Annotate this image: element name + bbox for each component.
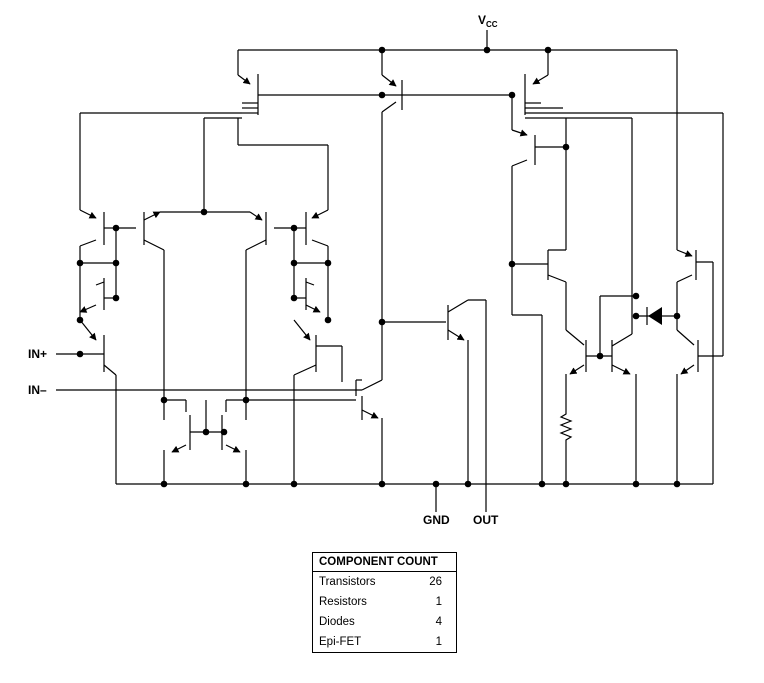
out-label: OUT bbox=[473, 513, 499, 527]
resistor-symbol bbox=[559, 410, 573, 484]
gain-stage bbox=[342, 322, 383, 484]
row-count: 26 bbox=[429, 576, 442, 588]
vcc-label: VCC bbox=[478, 13, 498, 29]
output-transistor bbox=[382, 299, 487, 512]
in-plus-label: IN+ bbox=[28, 347, 47, 361]
gnd-label: GND bbox=[423, 513, 450, 527]
table-header-row: COMPONENT COUNT bbox=[312, 552, 457, 572]
top-center-transistor bbox=[381, 50, 403, 322]
row-name: Diodes bbox=[319, 616, 355, 628]
schematic-diagram: VCC IN+ IN– GND OUT bbox=[28, 13, 724, 527]
lower-current-mirror bbox=[163, 399, 356, 484]
top-left-transistor bbox=[80, 50, 510, 146]
table-row: Resistors 1 bbox=[313, 592, 457, 612]
vcc-rail bbox=[238, 30, 677, 51]
table-row: Epi-FET 1 bbox=[313, 632, 457, 653]
top-right-transistor bbox=[511, 50, 723, 315]
row-name: Resistors bbox=[319, 596, 367, 608]
row-count: 1 bbox=[435, 636, 442, 648]
row-count: 4 bbox=[435, 616, 442, 628]
ground-rail bbox=[116, 483, 713, 512]
in-minus-label: IN– bbox=[28, 383, 47, 397]
junction-dots bbox=[76, 46, 681, 488]
diode-symbol bbox=[648, 307, 662, 325]
table-title: COMPONENT COUNT bbox=[312, 552, 457, 572]
row-name: Epi-FET bbox=[319, 636, 362, 648]
input-stage-left bbox=[56, 113, 250, 484]
table-row: Transistors 26 bbox=[313, 572, 457, 593]
table-row: Diodes 4 bbox=[313, 612, 457, 632]
right-bias-section bbox=[512, 50, 724, 484]
row-count: 1 bbox=[435, 596, 442, 608]
row-name: Transistors bbox=[319, 576, 376, 588]
component-count-table: COMPONENT COUNT Transistors 26 Resistors… bbox=[312, 552, 457, 653]
input-stage-right bbox=[56, 145, 343, 484]
